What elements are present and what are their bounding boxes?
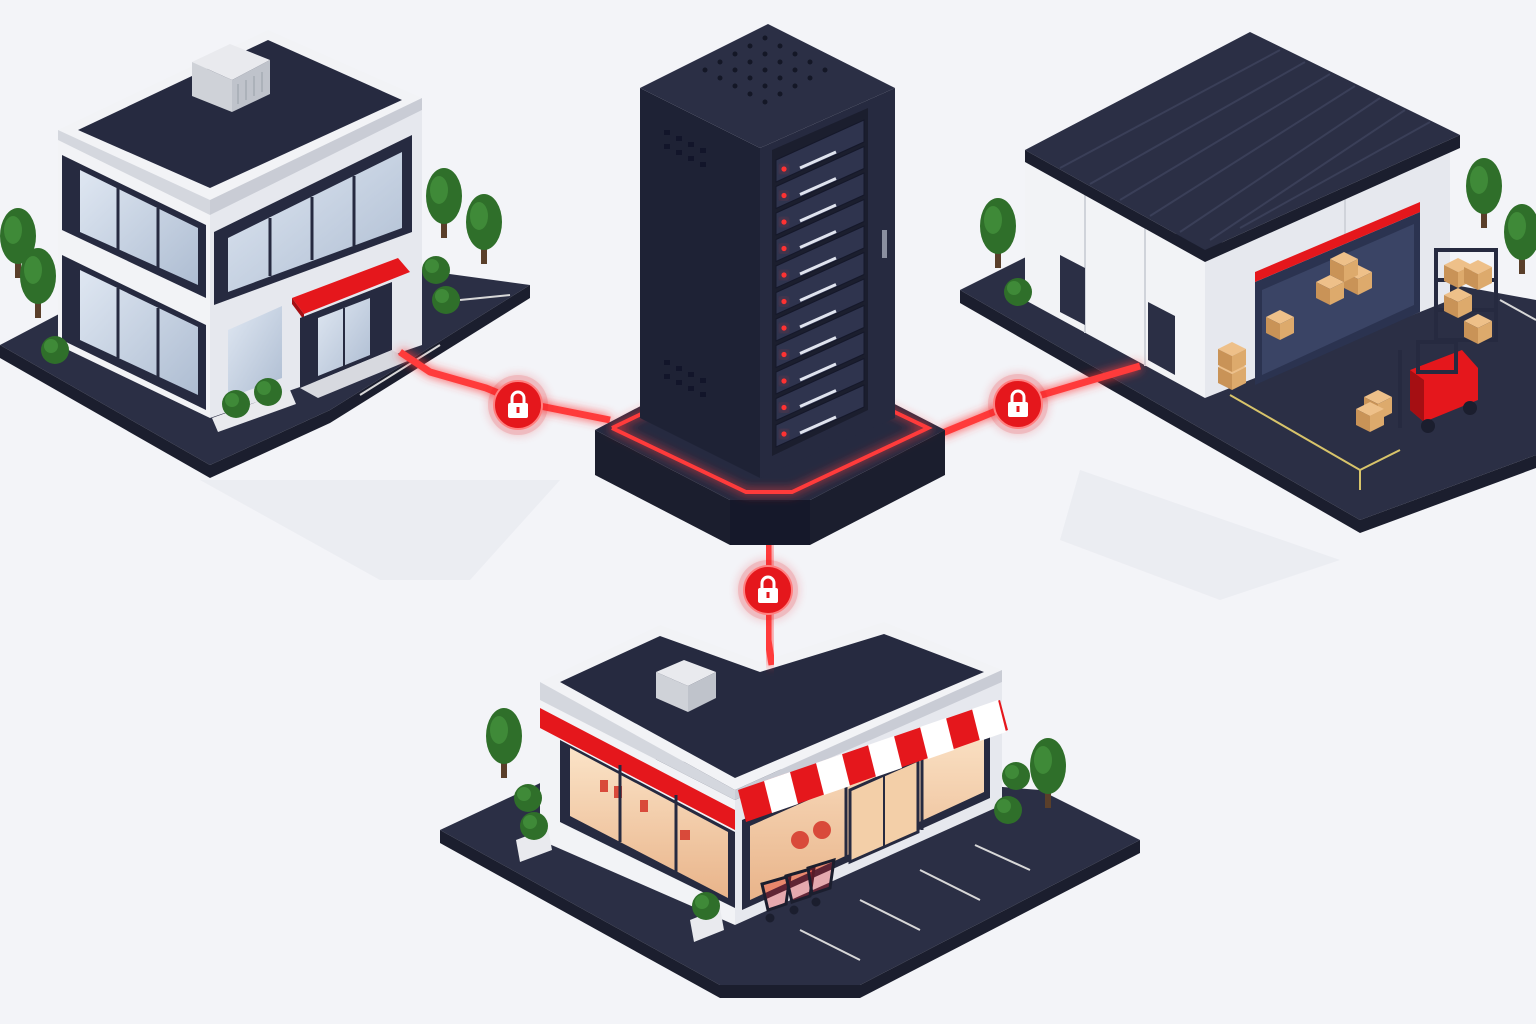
server-unit [775, 172, 865, 236]
drive-bay [799, 256, 837, 276]
status-led-icon [781, 192, 787, 199]
status-led-icon [781, 219, 787, 225]
warehouse [960, 32, 1536, 600]
status-led-icon [781, 245, 787, 252]
server-rack [595, 24, 945, 545]
store-ac-unit [656, 660, 716, 712]
store-striped-awning [738, 700, 1008, 822]
server-unit [775, 251, 865, 316]
server-unit [775, 119, 865, 183]
padlock-icon [738, 560, 798, 620]
drive-bay [799, 336, 837, 355]
drive-bay [799, 150, 837, 170]
server-unit [775, 304, 865, 369]
warehouse-side-door [1060, 255, 1085, 325]
server-unit [775, 225, 865, 289]
padlock-icon [988, 374, 1048, 434]
drive-bay [799, 362, 837, 382]
server-unit [775, 198, 865, 263]
drive-bay [799, 203, 837, 223]
forklift [1356, 340, 1478, 433]
tree-icon [1504, 204, 1536, 274]
server-unit [775, 331, 865, 395]
status-led-icon [781, 325, 787, 331]
drive-bay [799, 389, 837, 408]
server-unit [775, 278, 865, 342]
drive-bay [799, 283, 837, 302]
tree-icon [486, 708, 522, 778]
shopping-carts [760, 857, 836, 923]
retail-store [440, 622, 1140, 998]
status-led-icon [781, 351, 787, 358]
status-led-icon [781, 166, 787, 172]
status-led-icon [781, 272, 787, 278]
padlock-badges [488, 374, 1048, 620]
status-led-icon [781, 404, 787, 411]
warehouse-shelf [1434, 248, 1498, 344]
link-to-warehouse [938, 362, 1141, 438]
hq-ac-unit [192, 44, 270, 112]
hq-office-building [0, 30, 560, 580]
tree-icon [1466, 158, 1502, 228]
tree-icon [20, 248, 56, 318]
status-led-icon [781, 431, 787, 437]
status-led-icon [781, 378, 787, 384]
server-units [775, 119, 865, 448]
drive-bay [799, 230, 837, 249]
server-unit [775, 384, 865, 448]
drive-bay [799, 415, 837, 435]
hq-entrance-awning [292, 258, 410, 314]
server-unit [775, 357, 865, 422]
tree-icon [426, 168, 462, 238]
status-led-icon [781, 298, 787, 305]
tree-icon [980, 198, 1016, 268]
drive-bay [799, 309, 837, 329]
padlock-icon [488, 375, 548, 435]
server-unit [775, 145, 865, 210]
drive-bay [799, 177, 837, 196]
tree-icon [466, 194, 502, 264]
link-to-hq [398, 349, 611, 424]
